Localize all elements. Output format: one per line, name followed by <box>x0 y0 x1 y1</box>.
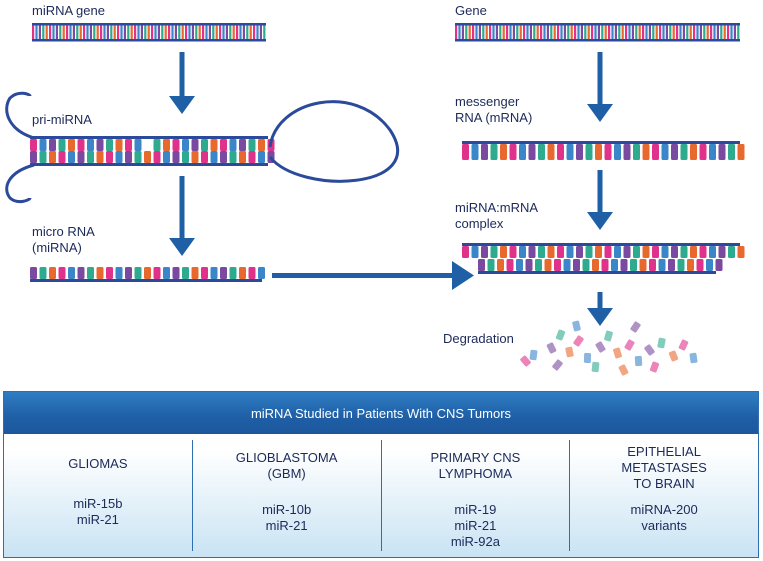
column-title: GLIOBLASTOMA (GBM) <box>193 450 381 482</box>
column-primary-cns-lymphoma: PRIMARY CNS LYMPHOMA miR-19 miR-21 miR-9… <box>380 440 570 551</box>
rna-strands <box>30 23 745 282</box>
mrna-strand <box>462 141 745 160</box>
column-title-line: PRIMARY CNS <box>430 450 521 465</box>
fragment-cluster <box>520 320 698 376</box>
column-glioblastoma: GLIOBLASTOMA (GBM) miR-10b miR-21 <box>191 440 381 551</box>
complex-label-line2: complex <box>455 216 504 231</box>
arrow-mirna-to-complex <box>272 261 474 290</box>
pri-mirna-label: pri-miRNA <box>32 112 92 127</box>
arrow-mrna-to-complex <box>587 170 613 230</box>
gene-label: Gene <box>455 3 487 18</box>
pri-mirna-left-tail-bottom <box>5 163 35 204</box>
mirna-item: miR-21 <box>76 512 119 527</box>
column-title: PRIMARY CNS LYMPHOMA <box>382 450 570 482</box>
pathway-arrows <box>169 52 613 326</box>
cns-tumor-mirna-table: miRNA Studied in Patients With CNS Tumor… <box>3 391 759 558</box>
column-mirna-list: miR-15b miR-21 <box>4 496 192 528</box>
column-mirna-list: miRNA-200 variants <box>570 502 758 534</box>
complex-label-line1: miRNA:mRNA <box>455 200 539 215</box>
complex-label: miRNA:mRNA complex <box>455 200 538 232</box>
degradation-label: Degradation <box>443 331 514 346</box>
micro-rna-label-line2: (miRNA) <box>32 240 82 255</box>
column-title-line: TO BRAIN <box>633 476 695 491</box>
mirna-item: miR-15b <box>73 496 123 511</box>
degraded-fragments <box>520 320 698 376</box>
mirna-gene-label: miRNA gene <box>32 3 105 18</box>
mrna-label-line2: RNA (mRNA) <box>455 110 533 125</box>
arrow-gene-to-pri-mirna <box>169 52 195 114</box>
column-epithelial-metastases: EPITHELIAL METASTASES TO BRAIN miRNA-200… <box>569 440 758 551</box>
column-title-line: GLIOMAS <box>68 456 128 471</box>
arrow-pri-to-mirna <box>169 176 195 256</box>
mirna-item: miRNA-200 <box>630 502 698 517</box>
mirna-gene-strand <box>32 23 266 42</box>
micro-rna-label-line1: micro RNA <box>32 224 95 239</box>
column-title-line: EPITHELIAL <box>627 444 701 459</box>
column-title-line: (GBM) <box>267 466 306 481</box>
mirna-item: miR-21 <box>454 518 497 533</box>
column-title-line: METASTASES <box>621 460 707 475</box>
mirna-item: miR-21 <box>265 518 308 533</box>
column-title: EPITHELIAL METASTASES TO BRAIN <box>570 444 758 492</box>
column-mirna-list: miR-19 miR-21 miR-92a <box>382 502 570 550</box>
pri-mirna-lower-strand <box>30 151 275 166</box>
mirna-strand <box>30 267 265 282</box>
column-gliomas: GLIOMAS miR-15b miR-21 <box>4 434 192 557</box>
micro-rna-label: micro RNA (miRNA) <box>32 224 95 256</box>
pri-mirna-upper-strand <box>30 136 275 151</box>
mirna-pathway-diagram <box>5 23 745 376</box>
mirna-item: miR-19 <box>454 502 497 517</box>
arrow-complex-to-degradation <box>587 292 613 326</box>
table-header: miRNA Studied in Patients With CNS Tumor… <box>4 392 758 434</box>
column-mirna-list: miR-10b miR-21 <box>193 502 381 534</box>
complex-mrna-strand <box>462 243 745 258</box>
mirna-item: miR-10b <box>262 502 312 517</box>
target-gene-strand <box>455 23 740 42</box>
column-title-line: GLIOBLASTOMA <box>235 450 338 465</box>
arrow-gene-to-mrna <box>587 52 613 122</box>
column-title: GLIOMAS <box>4 456 192 472</box>
pri-mirna-stem-loop <box>268 100 400 183</box>
column-title-line: LYMPHOMA <box>438 466 513 481</box>
complex-mirna-strand <box>478 259 723 274</box>
mrna-label: messenger RNA (mRNA) <box>455 94 532 126</box>
mrna-label-line1: messenger <box>455 94 520 109</box>
mirna-item: variants <box>641 518 687 533</box>
mirna-item: miR-92a <box>450 534 500 549</box>
pri-mirna-left-tail-top <box>5 91 35 140</box>
table-columns: GLIOMAS miR-15b miR-21 GLIOBLASTOMA (GBM… <box>4 434 758 557</box>
